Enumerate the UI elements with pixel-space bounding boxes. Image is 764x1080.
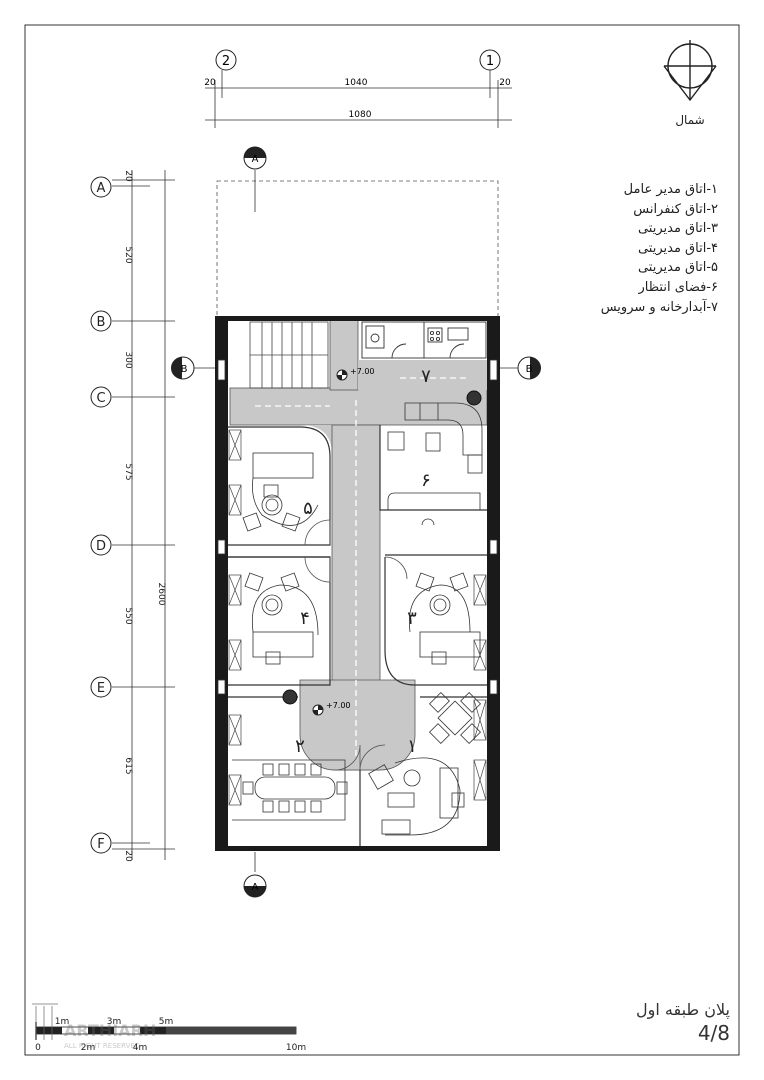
interior-walls bbox=[228, 425, 487, 846]
scale-label-2m: 2m bbox=[81, 1043, 96, 1053]
level-label-upper: +7.00 bbox=[350, 367, 375, 376]
section-b-right-label: B bbox=[526, 364, 533, 375]
room-number-4: ۴ bbox=[300, 608, 310, 629]
room-number-1: ۱ bbox=[407, 736, 417, 757]
room-numbers: ۷ ۶ ۵ ۴ ۳ ۲ ۱ bbox=[295, 366, 431, 757]
scale-label-3m: 3m bbox=[107, 1017, 122, 1027]
legend-item-3: ۳-اتاق مدیریتی bbox=[637, 221, 718, 237]
service-block bbox=[361, 321, 487, 359]
wall-windows bbox=[228, 429, 487, 806]
plant-icons bbox=[282, 390, 482, 705]
north-arrow-icon bbox=[663, 40, 717, 102]
level-label-lower: +7.00 bbox=[326, 701, 351, 710]
section-a-bottom-label: A bbox=[252, 882, 259, 893]
legend-item-4: ۴-اتاق مدیریتی bbox=[637, 240, 718, 256]
grid-rows: A B C D E F bbox=[90, 176, 112, 854]
legend-item-2: ۲-اتاق کنفرانس bbox=[633, 201, 718, 217]
section-marker-a-top: A bbox=[243, 146, 267, 170]
sheet-title: پلان طبقه اول bbox=[636, 1000, 730, 1019]
dim-top-side-right: 20 bbox=[499, 78, 511, 88]
room-number-6: ۶ bbox=[421, 470, 431, 491]
north-label: شمال bbox=[675, 113, 704, 127]
watermark-logo: ARTHIARH ALL RIGHT RESERVED bbox=[32, 1003, 156, 1050]
legend-item-5: ۵-اتاق مدیریتی bbox=[637, 260, 718, 276]
grid-row-c: C bbox=[96, 391, 105, 406]
dim-top-span: 1040 bbox=[345, 78, 368, 88]
room-legend: ۱-اتاق مدیر عامل ۲-اتاق کنفرانس ۳-اتاق م… bbox=[601, 180, 718, 317]
left-dimension-texts: 20 520 300 575 550 615 20 2600 bbox=[123, 170, 166, 862]
sheet-page-number: 4/8 bbox=[697, 1021, 730, 1045]
staircase bbox=[249, 321, 329, 389]
section-marker-b-right: B bbox=[500, 356, 541, 380]
dim-left-7: 20 bbox=[123, 850, 133, 862]
scale-label-4m: 4m bbox=[133, 1043, 148, 1053]
room-4-furniture bbox=[244, 572, 319, 665]
scale-labels: 1m 3m 5m 0 2m 4m 10m bbox=[35, 1017, 306, 1053]
grid-row-d: D bbox=[96, 539, 106, 554]
grid-column-1: 1 bbox=[479, 49, 501, 71]
dim-left-5: 550 bbox=[123, 607, 133, 624]
room-1-furniture bbox=[368, 691, 482, 836]
dim-left-4: 575 bbox=[123, 463, 133, 480]
dim-left-3: 300 bbox=[123, 351, 133, 368]
grid-column-2-label: 2 bbox=[222, 54, 230, 69]
scale-label-10m: 10m bbox=[286, 1043, 306, 1053]
room-number-3: ۳ bbox=[407, 608, 417, 629]
scale-label-0: 0 bbox=[35, 1043, 41, 1053]
dim-left-1: 20 bbox=[123, 170, 133, 182]
grid-row-f: F bbox=[97, 837, 104, 852]
room-5-furniture bbox=[242, 452, 319, 532]
grid-row-b: B bbox=[97, 315, 106, 330]
dim-top-overall: 1080 bbox=[349, 110, 372, 120]
room-number-2: ۲ bbox=[295, 736, 305, 757]
corridor-markings bbox=[255, 377, 470, 760]
legend-item-6: ۶-فضای انتظار bbox=[638, 279, 719, 295]
scale-bar bbox=[35, 1022, 297, 1040]
room-6-furniture bbox=[387, 402, 483, 526]
sheet-border bbox=[24, 24, 740, 1056]
section-a-top-label: A bbox=[252, 154, 259, 165]
grid-column-2: 2 bbox=[215, 49, 237, 71]
section-b-left-label: B bbox=[181, 364, 188, 375]
scale-label-1m: 1m bbox=[55, 1017, 70, 1027]
section-marker-a-bottom: A bbox=[243, 852, 267, 898]
section-marker-b-left: B bbox=[171, 356, 216, 380]
room-3-furniture bbox=[408, 572, 481, 665]
left-dimensions bbox=[112, 170, 175, 860]
legend-item-1: ۱-اتاق مدیر عامل bbox=[623, 182, 718, 197]
dim-left-6: 615 bbox=[123, 757, 133, 774]
grid-row-a: A bbox=[97, 181, 106, 196]
watermark-brand: ARTHIARH bbox=[64, 1021, 156, 1040]
outer-walls bbox=[215, 316, 500, 851]
room-number-5: ۵ bbox=[303, 498, 313, 519]
level-marker-lower: +7.00 bbox=[312, 701, 351, 716]
balcony-outline bbox=[216, 180, 499, 318]
dim-left-overall: 2600 bbox=[156, 583, 166, 606]
dim-top-side-left: 20 bbox=[204, 78, 216, 88]
scale-label-5m: 5m bbox=[159, 1017, 174, 1027]
doors bbox=[304, 519, 408, 771]
dim-left-2: 520 bbox=[123, 246, 133, 263]
top-dimensions bbox=[205, 70, 512, 128]
room-2-furniture bbox=[232, 759, 348, 821]
watermark-sub: ALL RIGHT RESERVED bbox=[64, 1042, 140, 1050]
grid-column-1-label: 1 bbox=[486, 54, 494, 69]
level-marker-upper: +7.00 bbox=[336, 367, 375, 381]
title-block: پلان طبقه اول 4/8 bbox=[636, 1000, 730, 1045]
room-number-7: ۷ bbox=[421, 366, 431, 387]
legend-item-7: ۷-آبدارخانه و سرویس bbox=[600, 299, 718, 315]
grid-row-e: E bbox=[97, 681, 105, 696]
window-columns bbox=[217, 359, 498, 695]
